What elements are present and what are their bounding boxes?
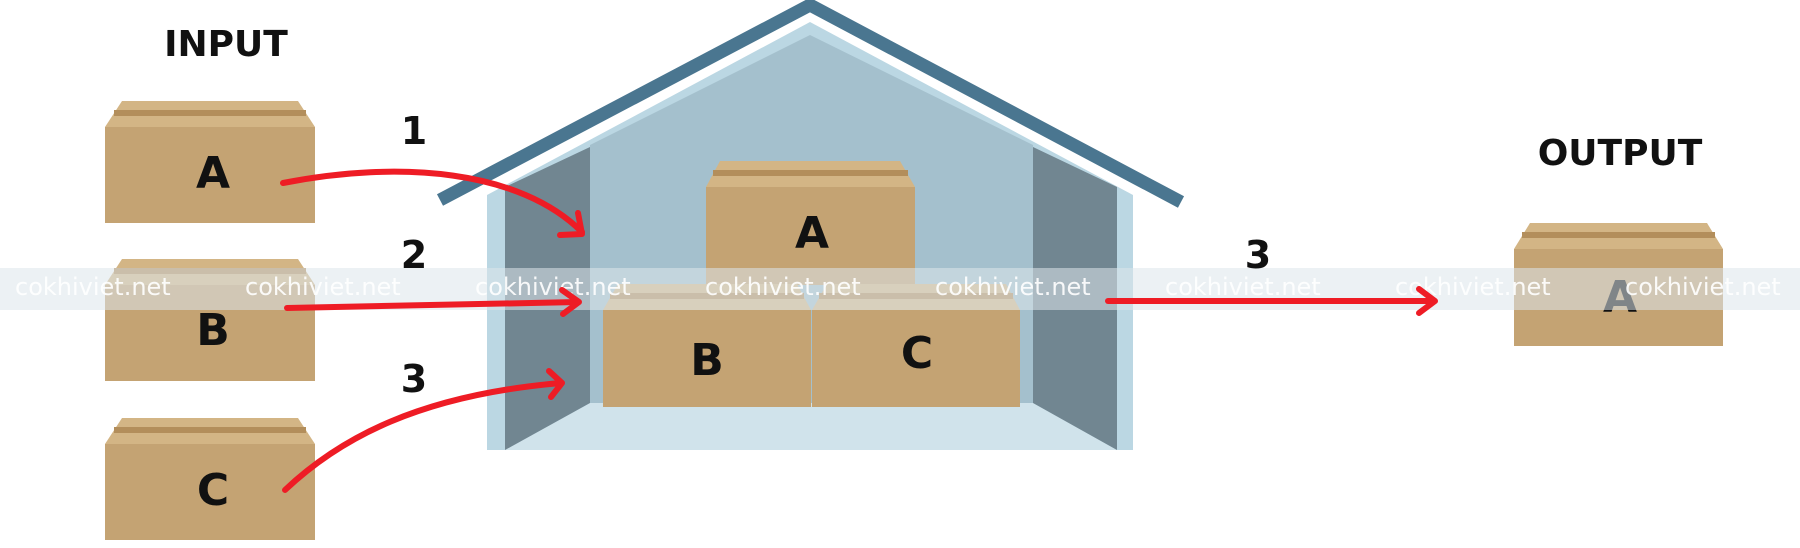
watermark-text: cokhiviet.net <box>245 273 401 301</box>
output-heading: OUTPUT <box>1538 133 1703 174</box>
input-box-a-label: A <box>196 148 230 199</box>
arrow-out <box>1105 286 1438 316</box>
input-heading: INPUT <box>164 24 288 65</box>
watermark-text: cokhiviet.net <box>705 273 861 301</box>
warehouse-floor <box>505 403 1117 450</box>
arrow-out-label: 3 <box>1245 233 1271 277</box>
arrow-2 <box>284 287 582 317</box>
arrow-3-label: 3 <box>401 357 427 401</box>
input-box-a: A <box>105 101 315 223</box>
input-box-c-label: C <box>197 465 229 516</box>
watermark-text: cokhiviet.net <box>15 273 171 301</box>
watermark-text: cokhiviet.net <box>935 273 1091 301</box>
arrow-1-label: 1 <box>401 109 427 153</box>
watermark-band: cokhiviet.net cokhiviet.net cokhiviet.ne… <box>0 268 1800 310</box>
watermark-text: cokhiviet.net <box>1625 273 1781 301</box>
warehouse-roof <box>436 0 1185 208</box>
warehouse-box-c-label: C <box>901 328 933 379</box>
warehouse-box-b-label: B <box>690 335 724 386</box>
arrow-3 <box>282 368 565 493</box>
watermark-text: cokhiviet.net <box>1165 273 1321 301</box>
warehouse-box-a-label: A <box>795 208 829 259</box>
watermark-text: cokhiviet.net <box>475 273 631 301</box>
input-box-b-label: B <box>196 305 230 356</box>
input-box-c: C <box>105 418 315 540</box>
arrow-1 <box>280 168 585 238</box>
warehouse-box-a: A <box>706 161 915 285</box>
arrow-2-label: 2 <box>401 233 427 277</box>
